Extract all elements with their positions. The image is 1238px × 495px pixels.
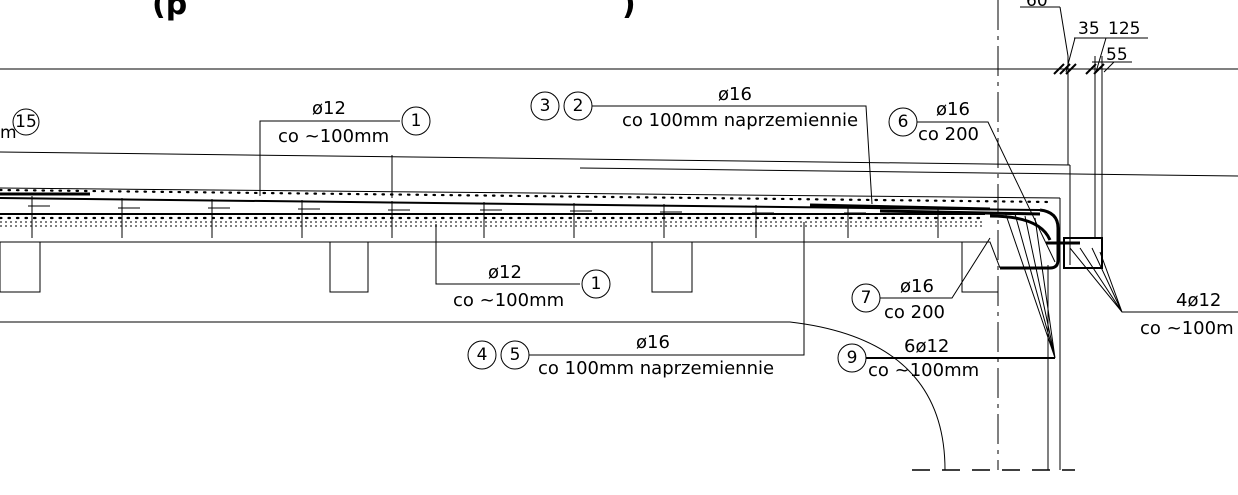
label-bubble-15: m 15	[0, 108, 40, 143]
bubble-6-number: 6	[898, 112, 909, 132]
top-bar-1-diameter: ø12	[312, 98, 346, 119]
top-bar-1-spacing: co ~100mm	[278, 126, 389, 147]
dim-55: 55	[1106, 45, 1128, 65]
bubble-3-number: 3	[540, 96, 551, 116]
right-bars-spacing: co ~100m	[1140, 318, 1234, 339]
bubble-2-number: 2	[573, 96, 584, 116]
bubble-9-number: 9	[847, 348, 858, 368]
bubble-5-number: 5	[510, 345, 521, 365]
bubble-1-top-number: 1	[411, 111, 422, 131]
drawing-title-end: )	[622, 0, 636, 22]
label-bottom-bar-1: 1 ø12 co ~100mm	[435, 224, 611, 311]
label-top-bar-1: 1 ø12 co ~100mm	[259, 98, 431, 196]
dimension-chain: 60 35 125 55	[1020, 0, 1148, 75]
slab-top-surface-line	[0, 151, 1071, 166]
right-bars-diameter: 4ø12	[1176, 290, 1221, 311]
bottom-bar-1-spacing: co ~100mm	[453, 290, 564, 311]
bar-9-spacing: co ~100mm	[868, 360, 979, 381]
stirrups	[28, 196, 956, 238]
label-bars-4-5: 4 5 ø16 co 100mm naprzemiennie	[467, 222, 805, 379]
bubble-4-number: 4	[477, 345, 488, 365]
right-reference-line	[579, 167, 1238, 177]
bar-6-spacing: co 200	[918, 124, 979, 145]
bar-9-diameter: 6ø12	[904, 336, 949, 357]
drawing-title-start: (p	[152, 0, 187, 22]
top-bars-3-2-spacing: co 100mm naprzemiennie	[622, 110, 858, 131]
label-bar-9: 9 6ø12 co ~100mm	[837, 211, 1056, 381]
label-bar-7: 7 ø16 co 200	[851, 237, 991, 323]
left-cut-text: m	[0, 123, 17, 143]
bubble-7-number: 7	[861, 288, 872, 308]
dim-35: 35	[1078, 19, 1100, 39]
bar-7-spacing: co 200	[884, 302, 945, 323]
slab-outline	[0, 165, 1071, 269]
dim-125: 125	[1108, 19, 1140, 39]
label-bar-6: 6 ø16 co 200	[888, 99, 1056, 263]
slab-ribs	[0, 242, 998, 293]
bar-6-diameter: ø16	[936, 99, 970, 120]
label-top-bars-3-2: 3 2 ø16 co 100mm naprzemiennie	[530, 84, 873, 205]
anchorage-bar-curve	[0, 321, 946, 471]
top-reinforcement-bars	[0, 192, 1060, 270]
label-right-bars: 4ø12 co ~100m	[1069, 247, 1238, 339]
bars-4-5-spacing: co 100mm naprzemiennie	[538, 358, 774, 379]
top-bars-3-2-diameter: ø16	[718, 84, 752, 105]
dim-60: 60	[1026, 0, 1048, 11]
bubble-1-bottom-number: 1	[591, 274, 602, 294]
bubble-15-number: 15	[15, 112, 37, 132]
top-distribution-bars	[0, 188, 1052, 204]
bottom-bar-1-diameter: ø12	[488, 262, 522, 283]
bars-4-5-diameter: ø16	[636, 332, 670, 353]
bar-7-diameter: ø16	[900, 276, 934, 297]
